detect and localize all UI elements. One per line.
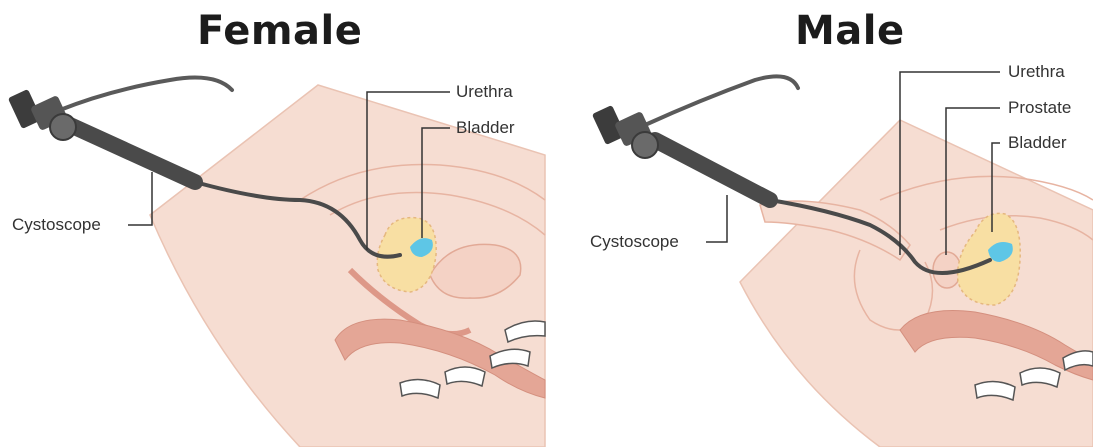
female-cystoscope-shaft	[70, 125, 195, 182]
female-cystoscope-leader	[128, 172, 152, 225]
female-title: Female	[197, 8, 362, 54]
male-cystoscope-leader	[706, 195, 727, 242]
cystoscope-eyepiece-icon	[8, 89, 76, 140]
male-cystoscope-cable	[645, 76, 798, 125]
male-cystoscope-shaft	[655, 140, 770, 200]
female-cystoscope-cable	[60, 78, 232, 110]
male-cystoscope-label: Cystoscope	[590, 232, 679, 252]
male-bladder-label: Bladder	[1008, 133, 1067, 153]
male-title: Male	[795, 8, 905, 54]
female-bladder-label: Bladder	[456, 118, 515, 138]
male-prostate-label: Prostate	[1008, 98, 1071, 118]
cystoscope-eyepiece-icon	[592, 105, 658, 158]
male-anatomy	[592, 72, 1093, 447]
male-body-section	[740, 120, 1093, 447]
female-cystoscope-label: Cystoscope	[12, 215, 101, 235]
male-urethra-label: Urethra	[1008, 62, 1065, 82]
female-urethra-label: Urethra	[456, 82, 513, 102]
